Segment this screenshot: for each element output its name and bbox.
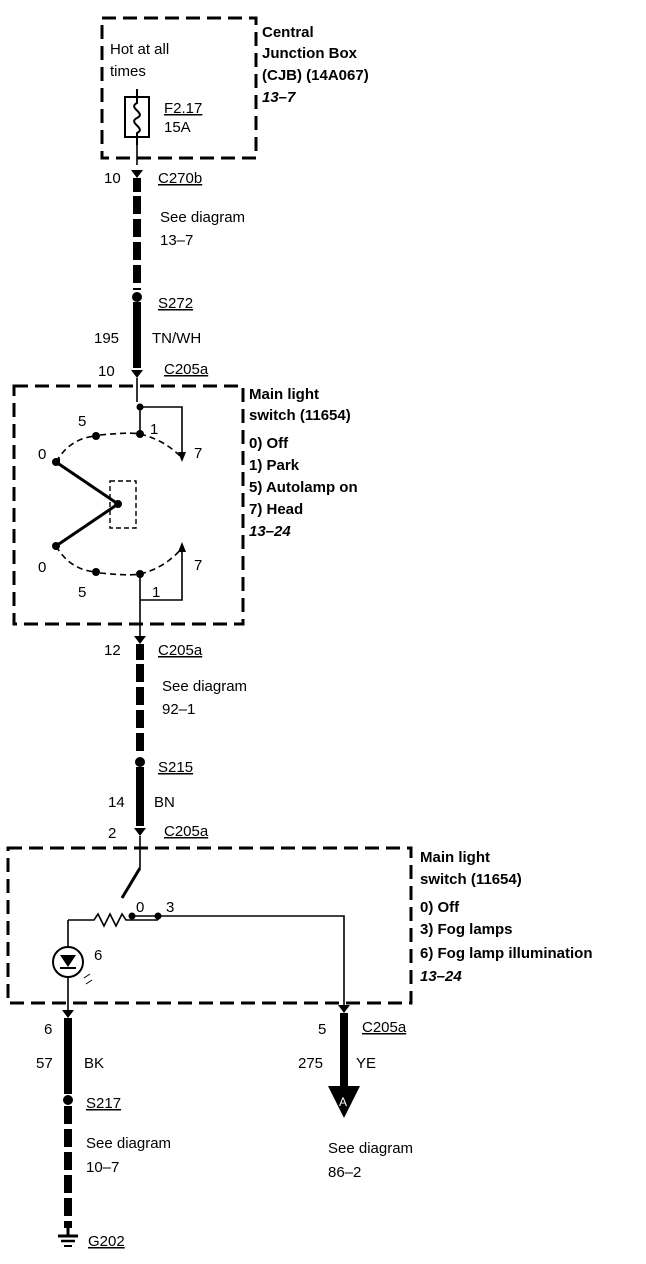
- svg-text:0: 0: [38, 559, 46, 576]
- fuse-rating: 15A: [164, 119, 191, 136]
- svg-text:0: 0: [38, 446, 46, 463]
- see-diagram-2-page: 92–1: [162, 701, 195, 718]
- svg-text:7: 7: [194, 557, 202, 574]
- switch2-pos-6: 6) Fog lamp illumination: [420, 945, 593, 962]
- g202-label: G202: [88, 1233, 125, 1250]
- fuse-id: F2.17: [164, 100, 202, 117]
- fuse-element: [133, 89, 141, 145]
- splice-s215: [135, 757, 145, 767]
- cjb-box: [100, 16, 258, 160]
- w2-color: TN/WH: [152, 330, 201, 347]
- svg-text:5: 5: [78, 413, 86, 430]
- left-color: BK: [84, 1055, 104, 1072]
- see-diagram-2: See diagram: [162, 678, 247, 695]
- switch2-pos-0: 0) Off: [420, 899, 460, 916]
- c205a-label-4: C205a: [362, 1019, 407, 1036]
- see-diagram-3: See diagram: [86, 1135, 171, 1152]
- svg-text:3: 3: [166, 899, 174, 916]
- w4-circuit: 14: [108, 794, 125, 811]
- left-pin: 6: [44, 1021, 52, 1038]
- svg-text:1: 1: [152, 584, 160, 601]
- see-diagram-4-page: 86–2: [328, 1164, 361, 1181]
- c205a-pin-2: 2: [108, 825, 116, 842]
- switch1-title-line2: switch (11654): [249, 407, 351, 424]
- svg-text:0: 0: [136, 899, 144, 916]
- illumination-resistor: [68, 912, 158, 928]
- splice-s272: [132, 292, 142, 302]
- s217-label: S217: [86, 1095, 121, 1112]
- see-diagram-1: See diagram: [160, 209, 245, 226]
- s272-label: S272: [158, 295, 193, 312]
- right-color: YE: [356, 1055, 376, 1072]
- cjb-page: 13–7: [262, 89, 296, 106]
- cjb-name-line1: Central: [262, 24, 314, 41]
- c205a-label-1: C205a: [164, 361, 209, 378]
- switch1-title-line1: Main light: [249, 386, 319, 403]
- connector-c270b-symbol: [131, 170, 143, 178]
- switch2-title-line2: switch (11654): [420, 871, 522, 888]
- c205a-pin-12: 12: [104, 642, 121, 659]
- svg-text:7: 7: [194, 445, 202, 462]
- switch2-page: 13–24: [420, 968, 462, 985]
- right-circuit: 275: [298, 1055, 323, 1072]
- left-circuit: 57: [36, 1055, 53, 1072]
- ground-icon: [58, 1228, 78, 1247]
- c270b-label: C270b: [158, 170, 202, 187]
- see-diagram-4: See diagram: [328, 1140, 413, 1157]
- svg-text:6: 6: [94, 947, 102, 964]
- switch1-pos-0: 0) Off: [249, 435, 289, 452]
- off-page-arrow-icon: [328, 1086, 360, 1118]
- svg-text:1: 1: [150, 421, 158, 438]
- switch1-page: 13–24: [249, 523, 291, 540]
- w4-color: BN: [154, 794, 175, 811]
- svg-text:5: 5: [78, 584, 86, 601]
- switch1-pos-1: 1) Park: [249, 457, 300, 474]
- hot-label-line2: times: [110, 63, 146, 80]
- c205a-label-2: C205a: [158, 642, 203, 659]
- see-diagram-1-page: 13–7: [160, 232, 193, 249]
- main-light-switch-1-box: [12, 384, 245, 626]
- c205a-label-3: C205a: [164, 823, 209, 840]
- arrow-letter: A: [339, 1095, 347, 1109]
- right-pin: 5: [318, 1021, 326, 1038]
- c270b-pin: 10: [104, 170, 121, 187]
- see-diagram-3-page: 10–7: [86, 1159, 119, 1176]
- switch2-pos-3: 3) Fog lamps: [420, 921, 513, 938]
- switch1-pos-5: 5) Autolamp on: [249, 479, 358, 496]
- main-light-switch-2-box: [6, 846, 413, 1005]
- s215-label: S215: [158, 759, 193, 776]
- cjb-name-line2: Junction Box: [262, 45, 358, 62]
- w2-circuit: 195: [94, 330, 119, 347]
- switch2-title-line1: Main light: [420, 849, 490, 866]
- hot-label-line1: Hot at all: [110, 41, 169, 58]
- c205a-pin-10: 10: [98, 363, 115, 380]
- switch1-pos-7: 7) Head: [249, 501, 303, 518]
- cjb-name-line3: (CJB) (14A067): [262, 67, 369, 84]
- splice-s217: [63, 1095, 73, 1105]
